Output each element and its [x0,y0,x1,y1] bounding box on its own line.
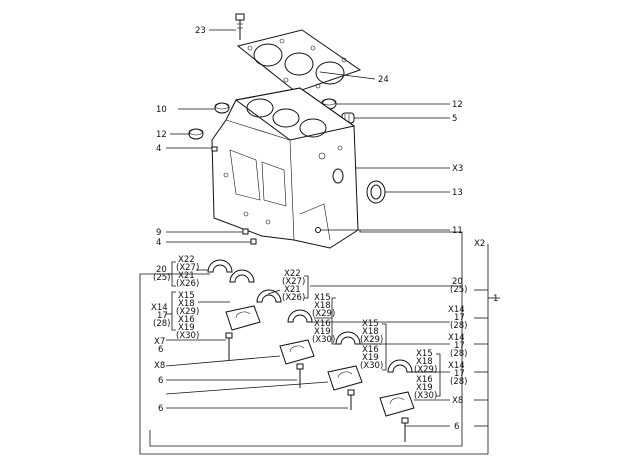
svg-text:X19: X19 [314,327,331,337]
svg-text:20: 20 [452,277,463,287]
svg-text:X21: X21 [284,285,301,295]
svg-text:X15: X15 [416,349,433,359]
block-plug-left [214,102,230,114]
svg-text:X18: X18 [178,299,195,309]
right-group-14a: X14 17 (28) [448,305,467,331]
callout-X3: X3 [452,164,463,174]
svg-text:X19: X19 [416,383,433,393]
thrust-bearing-shell [207,259,282,303]
callout-12-top: 12 [452,100,463,110]
svg-text:(X30): (X30) [414,391,437,401]
cylinder-block [211,87,359,249]
bearing-cap-2 [279,339,315,365]
svg-text:X18: X18 [314,301,331,311]
svg-text:X14: X14 [448,361,465,371]
head-bolt [235,13,245,40]
mid-group-2: X15 X18 (X29) X16 X19 (X30) [312,293,335,345]
callout-12-side: 12 [156,130,167,140]
svg-text:(28): (28) [450,377,467,387]
callout-6-b: 6 [158,376,163,386]
left-group-14: X14 17 (28) [151,303,170,329]
svg-text:X15: X15 [362,319,379,329]
svg-text:X19: X19 [178,323,195,333]
svg-text:(X30): (X30) [360,361,383,371]
callout-6-right: 6 [454,422,459,432]
svg-text:X16: X16 [178,315,195,325]
cap-bolts [225,332,409,442]
svg-text:X16: X16 [314,319,331,329]
svg-text:(X27): (X27) [282,277,305,287]
callout-X7: X7 [154,337,165,347]
parts-drawing [188,13,415,442]
callout-1: 1 [493,294,498,304]
left-group-2: X15 X18 (X29) X16 X19 (X30) [176,291,199,341]
mid-group-1: X22 (X27) X21 (X26) [282,269,305,303]
svg-text:(X27): (X27) [176,263,199,273]
callout-23: 23 [195,26,206,36]
svg-text:X16: X16 [416,375,433,385]
callout-4-low: 4 [156,238,161,248]
callout-10: 10 [156,105,167,115]
right-group-14b: X14 17 (28) [448,333,467,359]
svg-text:(X30): (X30) [312,335,335,345]
svg-text:17: 17 [454,341,465,351]
callout-9: 9 [156,228,161,238]
svg-text:X19: X19 [362,353,379,363]
svg-text:(28): (28) [450,321,467,331]
mid-group-3: X15 X18 (X29) X16 X19 (X30) [360,319,383,371]
head-gasket [236,29,362,93]
dowel-pins [211,146,321,245]
svg-text:X14: X14 [448,305,465,315]
svg-text:(25): (25) [153,273,170,283]
svg-text:(X29): (X29) [176,307,199,317]
callout-13: 13 [452,188,463,198]
bearing-cap-1 [225,305,261,331]
mid-group-4: X15 X18 (X29) X16 X19 (X30) [414,349,437,401]
left-group-20: 20 (25) [153,265,170,283]
svg-text:(28): (28) [153,319,170,329]
bearing-cap-4 [379,391,415,417]
svg-text:(X26): (X26) [176,279,199,289]
main-bearing-shells [287,309,413,373]
svg-text:20: 20 [156,265,167,275]
svg-text:X14: X14 [151,303,168,313]
callout-X8-right: X8 [452,396,463,406]
svg-text:X18: X18 [416,357,433,367]
svg-text:(X29): (X29) [414,365,437,375]
block-plug-side [188,128,204,140]
svg-text:X22: X22 [178,255,195,265]
callout-labels: 23 24 10 12 5 12 4 X3 13 9 11 4 X2 1 X22… [151,26,498,432]
right-group-20: 20 (25) [450,277,467,295]
right-group-14c: X14 17 (28) [448,361,467,387]
svg-text:X22: X22 [284,269,301,279]
svg-text:X21: X21 [178,271,195,281]
svg-text:(25): (25) [450,285,467,295]
callout-6-c: 6 [158,404,163,414]
callout-X8-left: X8 [154,361,165,371]
callout-5: 5 [452,114,457,124]
callout-11: 11 [452,226,463,236]
svg-text:17: 17 [454,313,465,323]
svg-text:(28): (28) [450,349,467,359]
callout-6-a: 6 [158,345,163,355]
svg-text:X15: X15 [314,293,331,303]
svg-text:17: 17 [157,311,168,321]
left-group-1: X22 (X27) X21 (X26) [176,255,199,289]
svg-text:X16: X16 [362,345,379,355]
svg-text:X14: X14 [448,333,465,343]
callout-4-top: 4 [156,144,161,154]
svg-text:(X29): (X29) [360,335,383,345]
svg-text:17: 17 [454,369,465,379]
svg-text:X18: X18 [362,327,379,337]
svg-text:(X29): (X29) [312,309,335,319]
callout-X2: X2 [474,239,485,249]
leader-lines [139,29,500,455]
bearing-cap-3 [327,365,363,391]
oil-seal [366,180,386,204]
svg-text:(X26): (X26) [282,293,305,303]
callout-24: 24 [378,75,389,85]
svg-text:(X30): (X30) [176,331,199,341]
svg-text:X15: X15 [178,291,195,301]
